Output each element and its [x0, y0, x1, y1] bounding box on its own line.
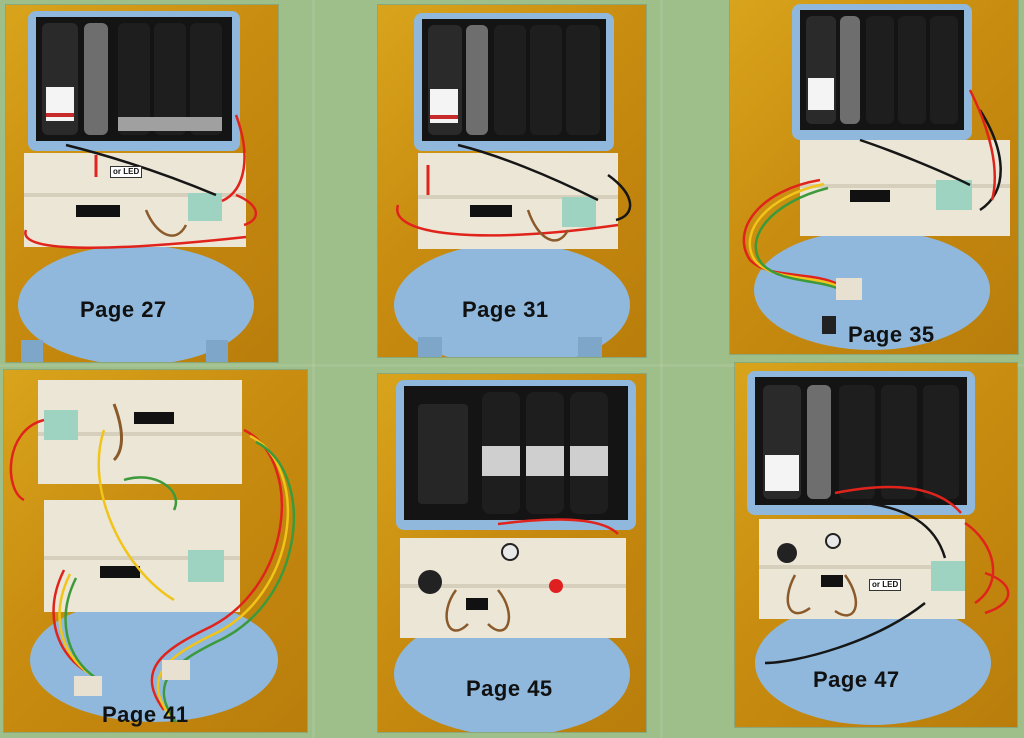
panel-page-35: Page 35	[730, 0, 1018, 354]
fold-line	[0, 364, 1024, 367]
panel-caption: Page 31	[462, 297, 549, 322]
panel-page-45: Page 45	[378, 374, 646, 732]
panel-caption: Page 41	[102, 702, 189, 727]
circuit-photo-page-31	[394, 13, 632, 357]
circuit-photo-page-35	[742, 4, 1010, 350]
circuit-photo-page-41	[9, 380, 295, 723]
or-led-label: or LED	[110, 166, 143, 178]
fold-line	[660, 0, 663, 738]
panel-page-47: or LED Page 47	[735, 363, 1017, 727]
panel-page-27: or LED Page 27	[6, 5, 278, 362]
fold-line	[312, 0, 315, 738]
panel-caption: Page 45	[466, 676, 553, 701]
panel-page-41: Page 41	[4, 370, 307, 732]
circuit-photo-page-47	[747, 371, 1010, 725]
panel-caption: Page 47	[813, 667, 900, 692]
panel-caption: Page 35	[848, 322, 935, 347]
circuit-photo-page-45	[394, 380, 636, 732]
or-led-label: or LED	[869, 579, 902, 591]
panel-caption: Page 27	[80, 297, 167, 322]
panel-page-31: Page 31	[378, 5, 646, 357]
